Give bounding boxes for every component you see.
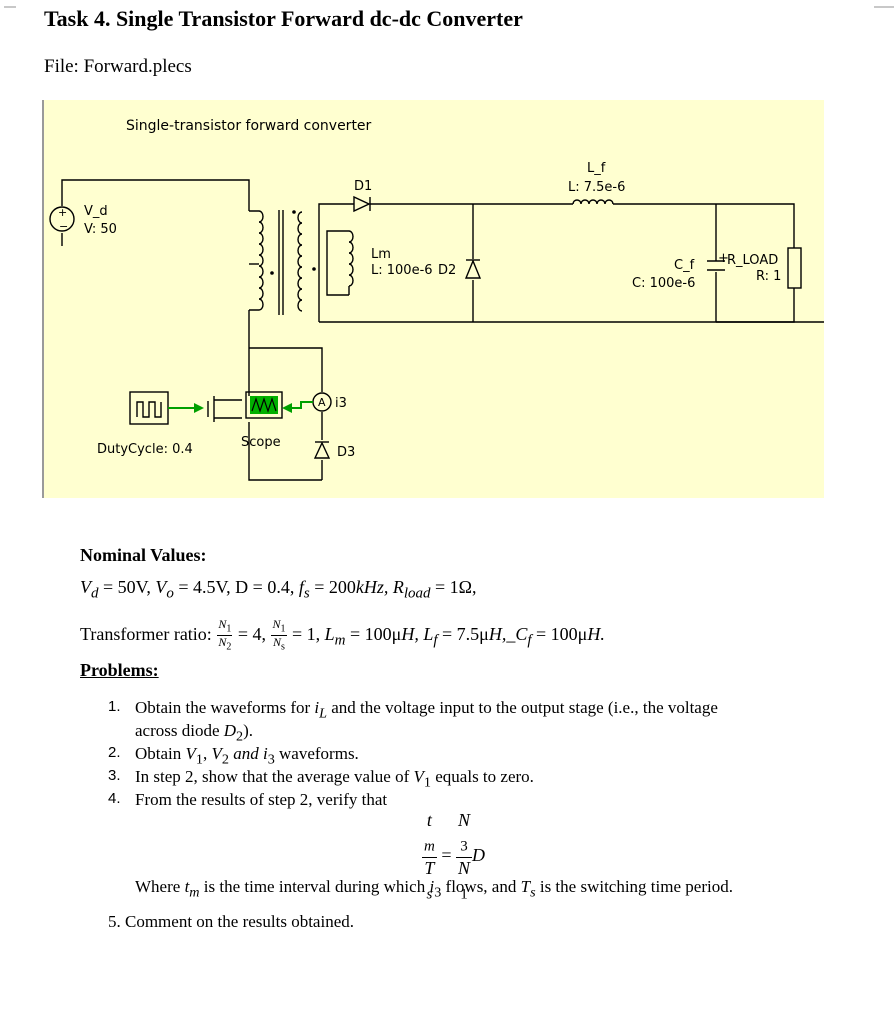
duty-label: DutyCycle: 0.4: [97, 442, 193, 457]
wire-switch: [248, 310, 322, 481]
vd-source-symbol: [49, 206, 75, 232]
problems-heading: Problems:: [80, 660, 159, 680]
problem-2: 2. Obtain V1, V2 and i3 waveforms.: [108, 744, 359, 768]
cf-value: C: 100e-6: [632, 276, 695, 291]
d1-symbol: [353, 195, 371, 213]
lm-value: L: 100e-6: [371, 263, 433, 278]
d3-label: D3: [337, 445, 355, 460]
rload-name-prefix: +: [718, 251, 729, 266]
d3-symbol: [313, 441, 331, 459]
schematic-caption: Single-transistor forward converter: [126, 118, 372, 134]
nominal-line-1: Vd = 50V, Vo = 4.5V, D = 0.4, fs = 200kH…: [80, 577, 477, 602]
lm-name: Lm: [371, 247, 391, 262]
mosfet-symbol: [207, 396, 242, 422]
signal-arrow-icon: [194, 403, 204, 413]
problem-4: 4. From the results of step 2, verify th…: [108, 790, 388, 809]
cf-symbol: [707, 260, 725, 271]
vd-value: V: 50: [84, 222, 117, 237]
vd-plus-icon: +: [58, 206, 67, 219]
scope-trace-icon: [251, 397, 277, 413]
primary-winding: [258, 210, 264, 311]
problem-3: 3. In step 2, show that the average valu…: [108, 767, 534, 791]
lf-value: L: 7.5e-6: [568, 180, 625, 195]
dot-icon: [270, 271, 274, 275]
problem-1-cont: across diode D2).: [135, 721, 254, 745]
schematic-diagram: + − Single-transistor forward converter …: [44, 100, 824, 498]
page-corner-mark: [4, 0, 16, 8]
page-corner-mark-right: [874, 0, 894, 8]
rload-name: R_LOAD: [727, 253, 778, 268]
wire-lm: [326, 230, 350, 296]
where-text: Where tm is the time interval during whi…: [135, 877, 733, 901]
vd-name: V_d: [84, 204, 108, 219]
pulse-icon: [136, 401, 162, 418]
nominal-heading: Nominal Values:: [80, 545, 207, 565]
scope-block: [245, 391, 283, 419]
cf-name: C_f: [674, 258, 695, 273]
vd-minus-icon: −: [59, 220, 68, 233]
wire-source-top: [61, 179, 250, 211]
schematic-svg: + − Single-transistor forward converter …: [49, 118, 824, 481]
scope-label: Scope: [241, 435, 281, 450]
d1-label: D1: [354, 179, 372, 194]
wire-i3-branch: [249, 347, 323, 480]
secondary-winding: [297, 211, 303, 312]
d2-symbol: [464, 259, 482, 279]
lm-inductor: [348, 230, 354, 287]
problem-5: 5. Comment on the results obtained.: [108, 912, 354, 931]
rload-value: R: 1: [756, 269, 781, 284]
problem-1: 1. Obtain the waveforms for iL and the v…: [108, 698, 718, 722]
dot-icon: [292, 210, 296, 214]
i3-label: i3: [335, 396, 347, 411]
file-name: File: Forward.plecs: [44, 56, 192, 77]
ammeter-icon: A: [318, 396, 326, 409]
lf-inductor: [572, 199, 614, 205]
signal-scope: [288, 401, 313, 409]
wire-primary-ends: [249, 210, 259, 311]
d2-label: D2: [438, 263, 456, 278]
schematic-left-border: [42, 100, 44, 498]
lf-name: L_f: [587, 161, 606, 176]
dot-icon: [312, 267, 316, 271]
transformer-core: [278, 210, 284, 315]
rload-symbol: [787, 247, 802, 289]
page-title: Task 4. Single Transistor Forward dc-dc …: [44, 6, 523, 31]
wire-secondary-top: [318, 203, 354, 322]
wire-rload: [716, 203, 795, 323]
signal-arrow-icon: [282, 403, 292, 413]
